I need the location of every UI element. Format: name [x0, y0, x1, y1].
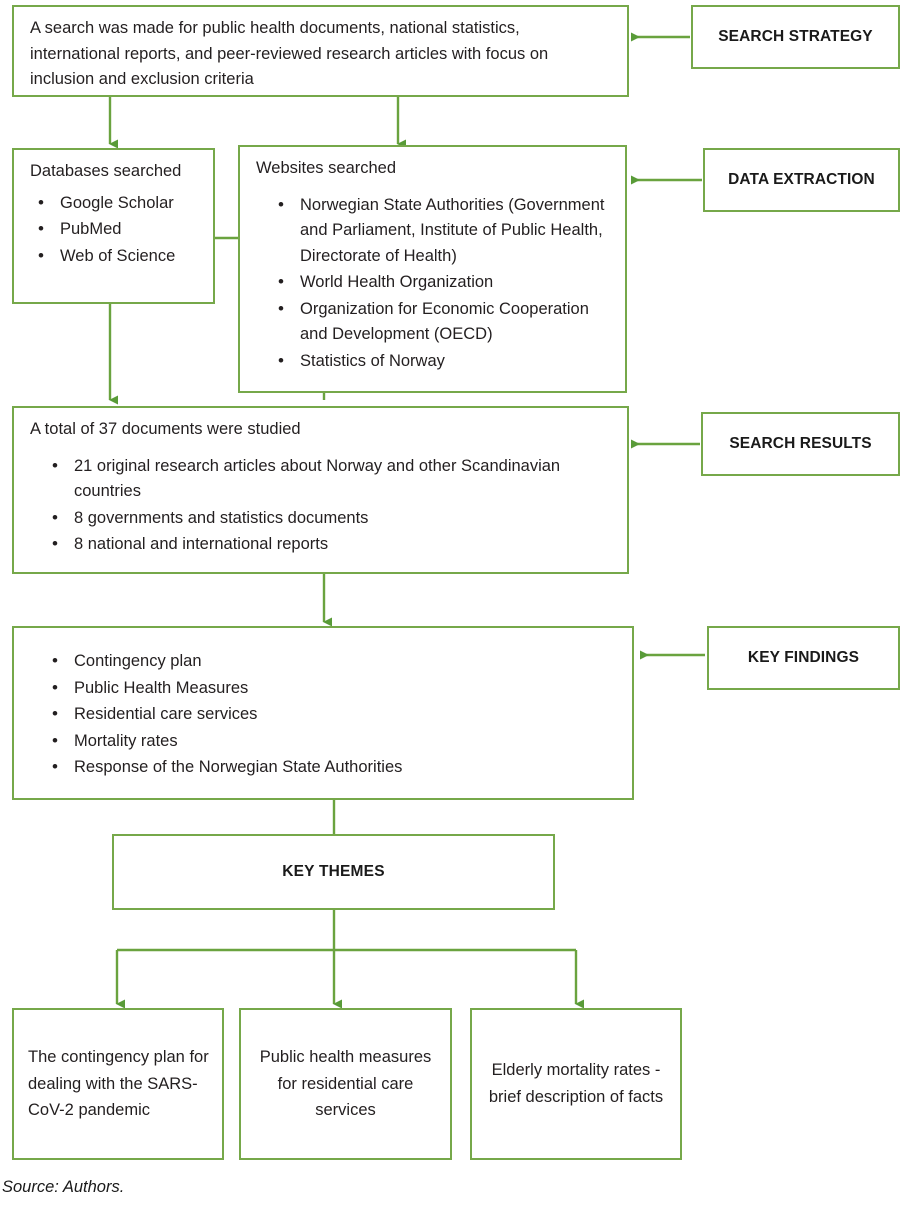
websites-searched-box: Websites searched Norwegian State Author…: [238, 145, 627, 393]
websites-list: Norwegian State Authorities (Government …: [256, 192, 611, 375]
databases-searched-box: Databases searched Google Scholar PubMed…: [12, 148, 215, 304]
list-item: 8 governments and statistics documents: [30, 505, 613, 532]
results-heading: A total of 37 documents were studied: [30, 420, 301, 438]
key-themes-box: KEY THEMES: [112, 834, 555, 910]
list-item: World Health Organization: [256, 269, 611, 296]
list-item: Norwegian State Authorities (Government …: [256, 192, 611, 270]
stage-label-search-results: SEARCH RESULTS: [701, 412, 900, 476]
stage-label-text: SEARCH RESULTS: [729, 435, 872, 452]
theme-box-public-health-measures: Public health measures for residential c…: [239, 1008, 452, 1160]
websites-heading: Websites searched: [256, 159, 397, 177]
key-themes-title: KEY THEMES: [282, 863, 385, 881]
results-list: 21 original research articles about Norw…: [30, 453, 613, 558]
list-item: 8 national and international reports: [30, 531, 613, 558]
search-strategy-box: A search was made for public health docu…: [12, 5, 629, 97]
key-findings-box: Contingency plan Public Health Measures …: [12, 626, 634, 800]
source-caption: Source: Authors.: [2, 1178, 125, 1196]
stage-label-text: KEY FINDINGS: [747, 649, 860, 666]
list-item: Public Health Measures: [30, 675, 618, 702]
theme-box-text: Elderly mortality rates - brief descript…: [488, 1061, 664, 1106]
list-item: Mortality rates: [30, 728, 618, 755]
list-item: Web of Science: [30, 243, 199, 270]
list-item: Residential care services: [30, 701, 618, 728]
list-item: Response of the Norwegian State Authorit…: [30, 754, 618, 781]
databases-heading: Databases searched: [30, 162, 182, 180]
databases-list: Google Scholar PubMed Web of Science: [30, 190, 199, 270]
stage-label-text: SEARCH STRATEGY: [718, 28, 873, 45]
list-item: PubMed: [30, 216, 199, 243]
list-item: Statistics of Norway: [256, 348, 611, 375]
theme-box-contingency-plan: The contingency plan for dealing with th…: [12, 1008, 224, 1160]
findings-list: Contingency plan Public Health Measures …: [30, 648, 618, 781]
list-item: Organization for Economic Cooperation an…: [256, 296, 611, 348]
stage-label-search-strategy: SEARCH STRATEGY: [691, 5, 900, 69]
list-item: Google Scholar: [30, 190, 199, 217]
search-strategy-text: A search was made for public health docu…: [30, 19, 549, 89]
theme-box-text: Public health measures for residential c…: [259, 1047, 432, 1120]
list-item: Contingency plan: [30, 648, 618, 675]
stage-label-data-extraction: DATA EXTRACTION: [703, 148, 900, 212]
stage-label-text: DATA EXTRACTION: [728, 171, 875, 188]
theme-box-text: The contingency plan for dealing with th…: [28, 1047, 209, 1120]
stage-label-key-findings: KEY FINDINGS: [707, 626, 900, 690]
list-item: 21 original research articles about Norw…: [30, 453, 613, 505]
theme-box-elderly-mortality: Elderly mortality rates - brief descript…: [470, 1008, 682, 1160]
search-results-box: A total of 37 documents were studied 21 …: [12, 406, 629, 574]
